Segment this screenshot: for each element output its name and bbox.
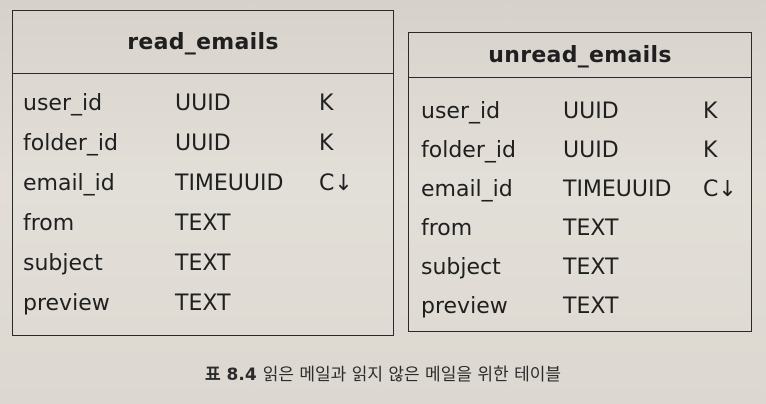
column-type: UUID — [563, 138, 619, 163]
column-name: email_id — [421, 177, 513, 202]
column-key: C↓ — [703, 177, 737, 202]
column-name: folder_id — [23, 131, 118, 156]
column-type: TEXT — [175, 291, 231, 316]
column-row: preview TEXT — [13, 284, 393, 324]
column-type: TIMEUUID — [563, 177, 672, 202]
column-type: TIMEUUID — [175, 171, 284, 196]
column-type: TEXT — [175, 211, 231, 236]
column-key: K — [703, 99, 718, 124]
table-read-emails: read_emails user_id UUID K folder_id UUI… — [12, 10, 394, 336]
column-row: subject TEXT — [13, 244, 393, 284]
column-name: from — [23, 211, 75, 236]
column-row: from TEXT — [13, 204, 393, 244]
column-key: C↓ — [319, 171, 353, 196]
column-row: user_id UUID K — [409, 92, 751, 131]
column-row: subject TEXT — [409, 248, 751, 287]
column-name: user_id — [421, 99, 501, 124]
column-type: TEXT — [175, 251, 231, 276]
column-type: UUID — [563, 99, 619, 124]
column-row: email_id TIMEUUID C↓ — [13, 164, 393, 204]
column-type: UUID — [175, 131, 231, 156]
column-row: user_id UUID K — [13, 84, 393, 124]
column-type: TEXT — [563, 294, 619, 319]
caption-label: 표 8.4 — [205, 365, 257, 385]
column-list: user_id UUID K folder_id UUID K email_id… — [409, 78, 751, 326]
column-row: folder_id UUID K — [13, 124, 393, 164]
column-name: preview — [23, 291, 110, 316]
column-row: from TEXT — [409, 209, 751, 248]
column-key: K — [703, 138, 718, 163]
column-name: email_id — [23, 171, 115, 196]
caption-text: 읽은 메일과 읽지 않은 메일을 위한 테이블 — [262, 365, 561, 385]
column-name: user_id — [23, 91, 103, 116]
column-name: from — [421, 216, 473, 241]
column-row: preview TEXT — [409, 287, 751, 326]
table-title: read_emails — [13, 11, 393, 74]
column-name: subject — [23, 251, 103, 276]
table-unread-emails: unread_emails user_id UUID K folder_id U… — [408, 32, 752, 332]
column-type: UUID — [175, 91, 231, 116]
column-name: preview — [421, 294, 508, 319]
table-title: unread_emails — [409, 33, 751, 78]
column-name: subject — [421, 255, 501, 280]
column-row: folder_id UUID K — [409, 131, 751, 170]
column-name: folder_id — [421, 138, 516, 163]
column-type: TEXT — [563, 216, 619, 241]
column-key: K — [319, 91, 334, 116]
column-row: email_id TIMEUUID C↓ — [409, 170, 751, 209]
column-list: user_id UUID K folder_id UUID K email_id… — [13, 74, 393, 324]
column-key: K — [319, 131, 334, 156]
column-type: TEXT — [563, 255, 619, 280]
